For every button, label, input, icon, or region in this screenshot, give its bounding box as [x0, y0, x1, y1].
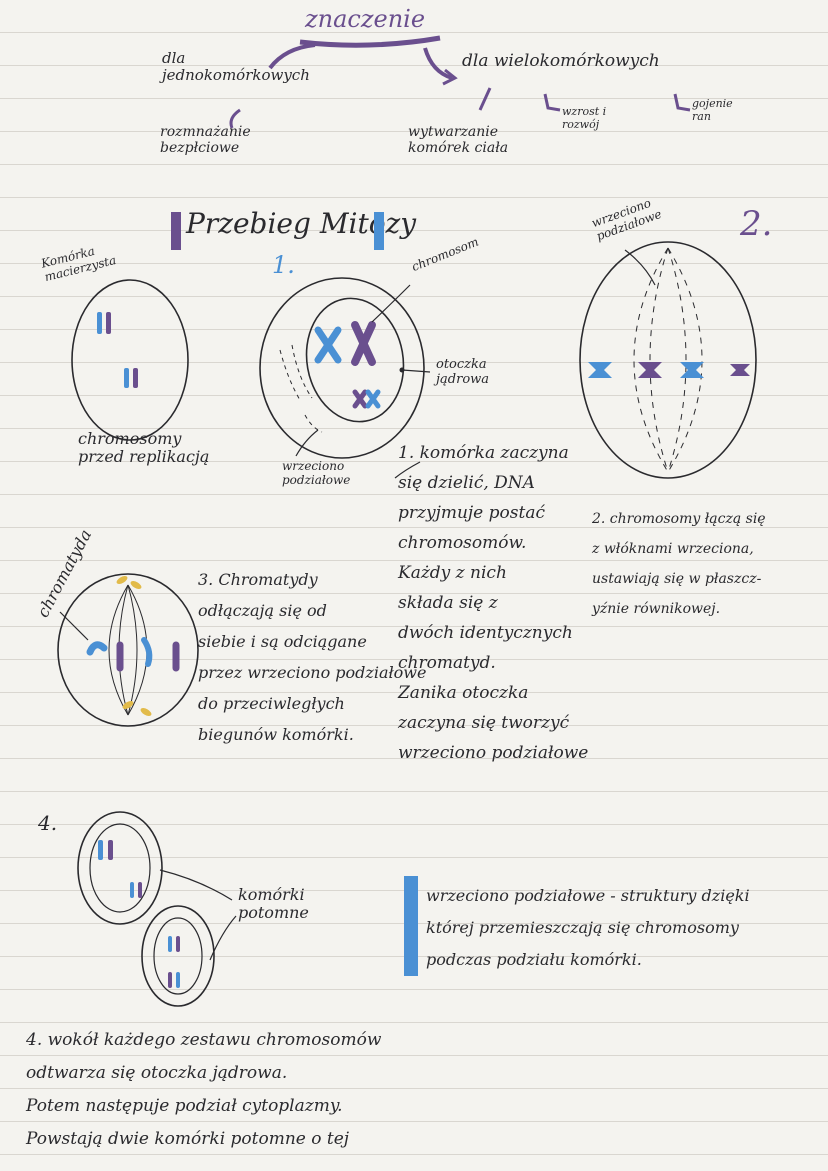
- header-right-item-3: gojenie ran: [692, 97, 733, 123]
- chromosome-purple: [106, 312, 111, 334]
- header-right-item-1: wytwarzanie komórek ciała: [408, 124, 509, 157]
- cell-stage-3: [57, 573, 199, 727]
- anaphase-chromatids: [86, 637, 180, 672]
- cell-before-replication: [71, 279, 189, 441]
- note-stage-3: 3. Chromatydy odłączają się od siebie i …: [198, 570, 427, 744]
- centrioles: [116, 576, 152, 716]
- daughter-cell-1: [77, 811, 163, 925]
- section-title: Przebieg Mitozy: [186, 207, 417, 240]
- note-stage-4: 4. wokół każdego zestawu chromosomów odt…: [26, 1030, 382, 1149]
- stage-number-2: 2.: [740, 204, 773, 244]
- chromosome-purple: [133, 368, 138, 388]
- chromosome-x-blue: [314, 326, 342, 364]
- definition-bar: [404, 876, 418, 976]
- daughter-cell-2: [141, 905, 215, 1007]
- title-bar-right: [374, 212, 384, 250]
- label-spindle-small: wrzeciono podziałowe: [282, 459, 351, 487]
- header-title: znaczenie: [305, 5, 426, 33]
- chromosome-x-small: [352, 389, 381, 409]
- stage-number-4: 4.: [38, 811, 58, 835]
- metaphase-chromosomes: [588, 362, 750, 378]
- nucleus: [305, 297, 405, 423]
- branch-right-arrow: [423, 47, 453, 80]
- title-bar-left: [171, 212, 181, 250]
- title-underline: [299, 35, 441, 48]
- header-right-branch: dla wielokomórkowych: [462, 51, 660, 71]
- note-stage-2: 2. chromosomy łączą się z włóknami wrzec…: [592, 511, 766, 617]
- label-daughter-cells: komórki potomne: [238, 885, 309, 923]
- header-right-item-2: wzrost i rozwój: [562, 105, 607, 131]
- cell-stage-1: [259, 277, 425, 459]
- cell-stage-2: [579, 241, 757, 479]
- note-stage-1: 1. komórka zaczyna się dzielić, DNA przy…: [398, 443, 589, 763]
- header-left-branch: dla jednokomórkowych: [162, 49, 310, 85]
- chromosome-blue: [124, 368, 129, 388]
- label-nuclear-envelope: otoczka jądrowa: [436, 357, 490, 387]
- chromosome-blue: [97, 312, 102, 334]
- chromosome-x-purple: [351, 321, 376, 366]
- branch-left-arrow: [268, 43, 316, 70]
- stage-number-1: 1.: [272, 251, 295, 279]
- definition-text: wrzeciono podziałowe - struktury dzięki …: [426, 886, 750, 969]
- label-chromosomes-before: chromosomy przed replikacją: [78, 429, 210, 467]
- header-left-item: rozmnażanie bezpłciowe: [160, 124, 251, 157]
